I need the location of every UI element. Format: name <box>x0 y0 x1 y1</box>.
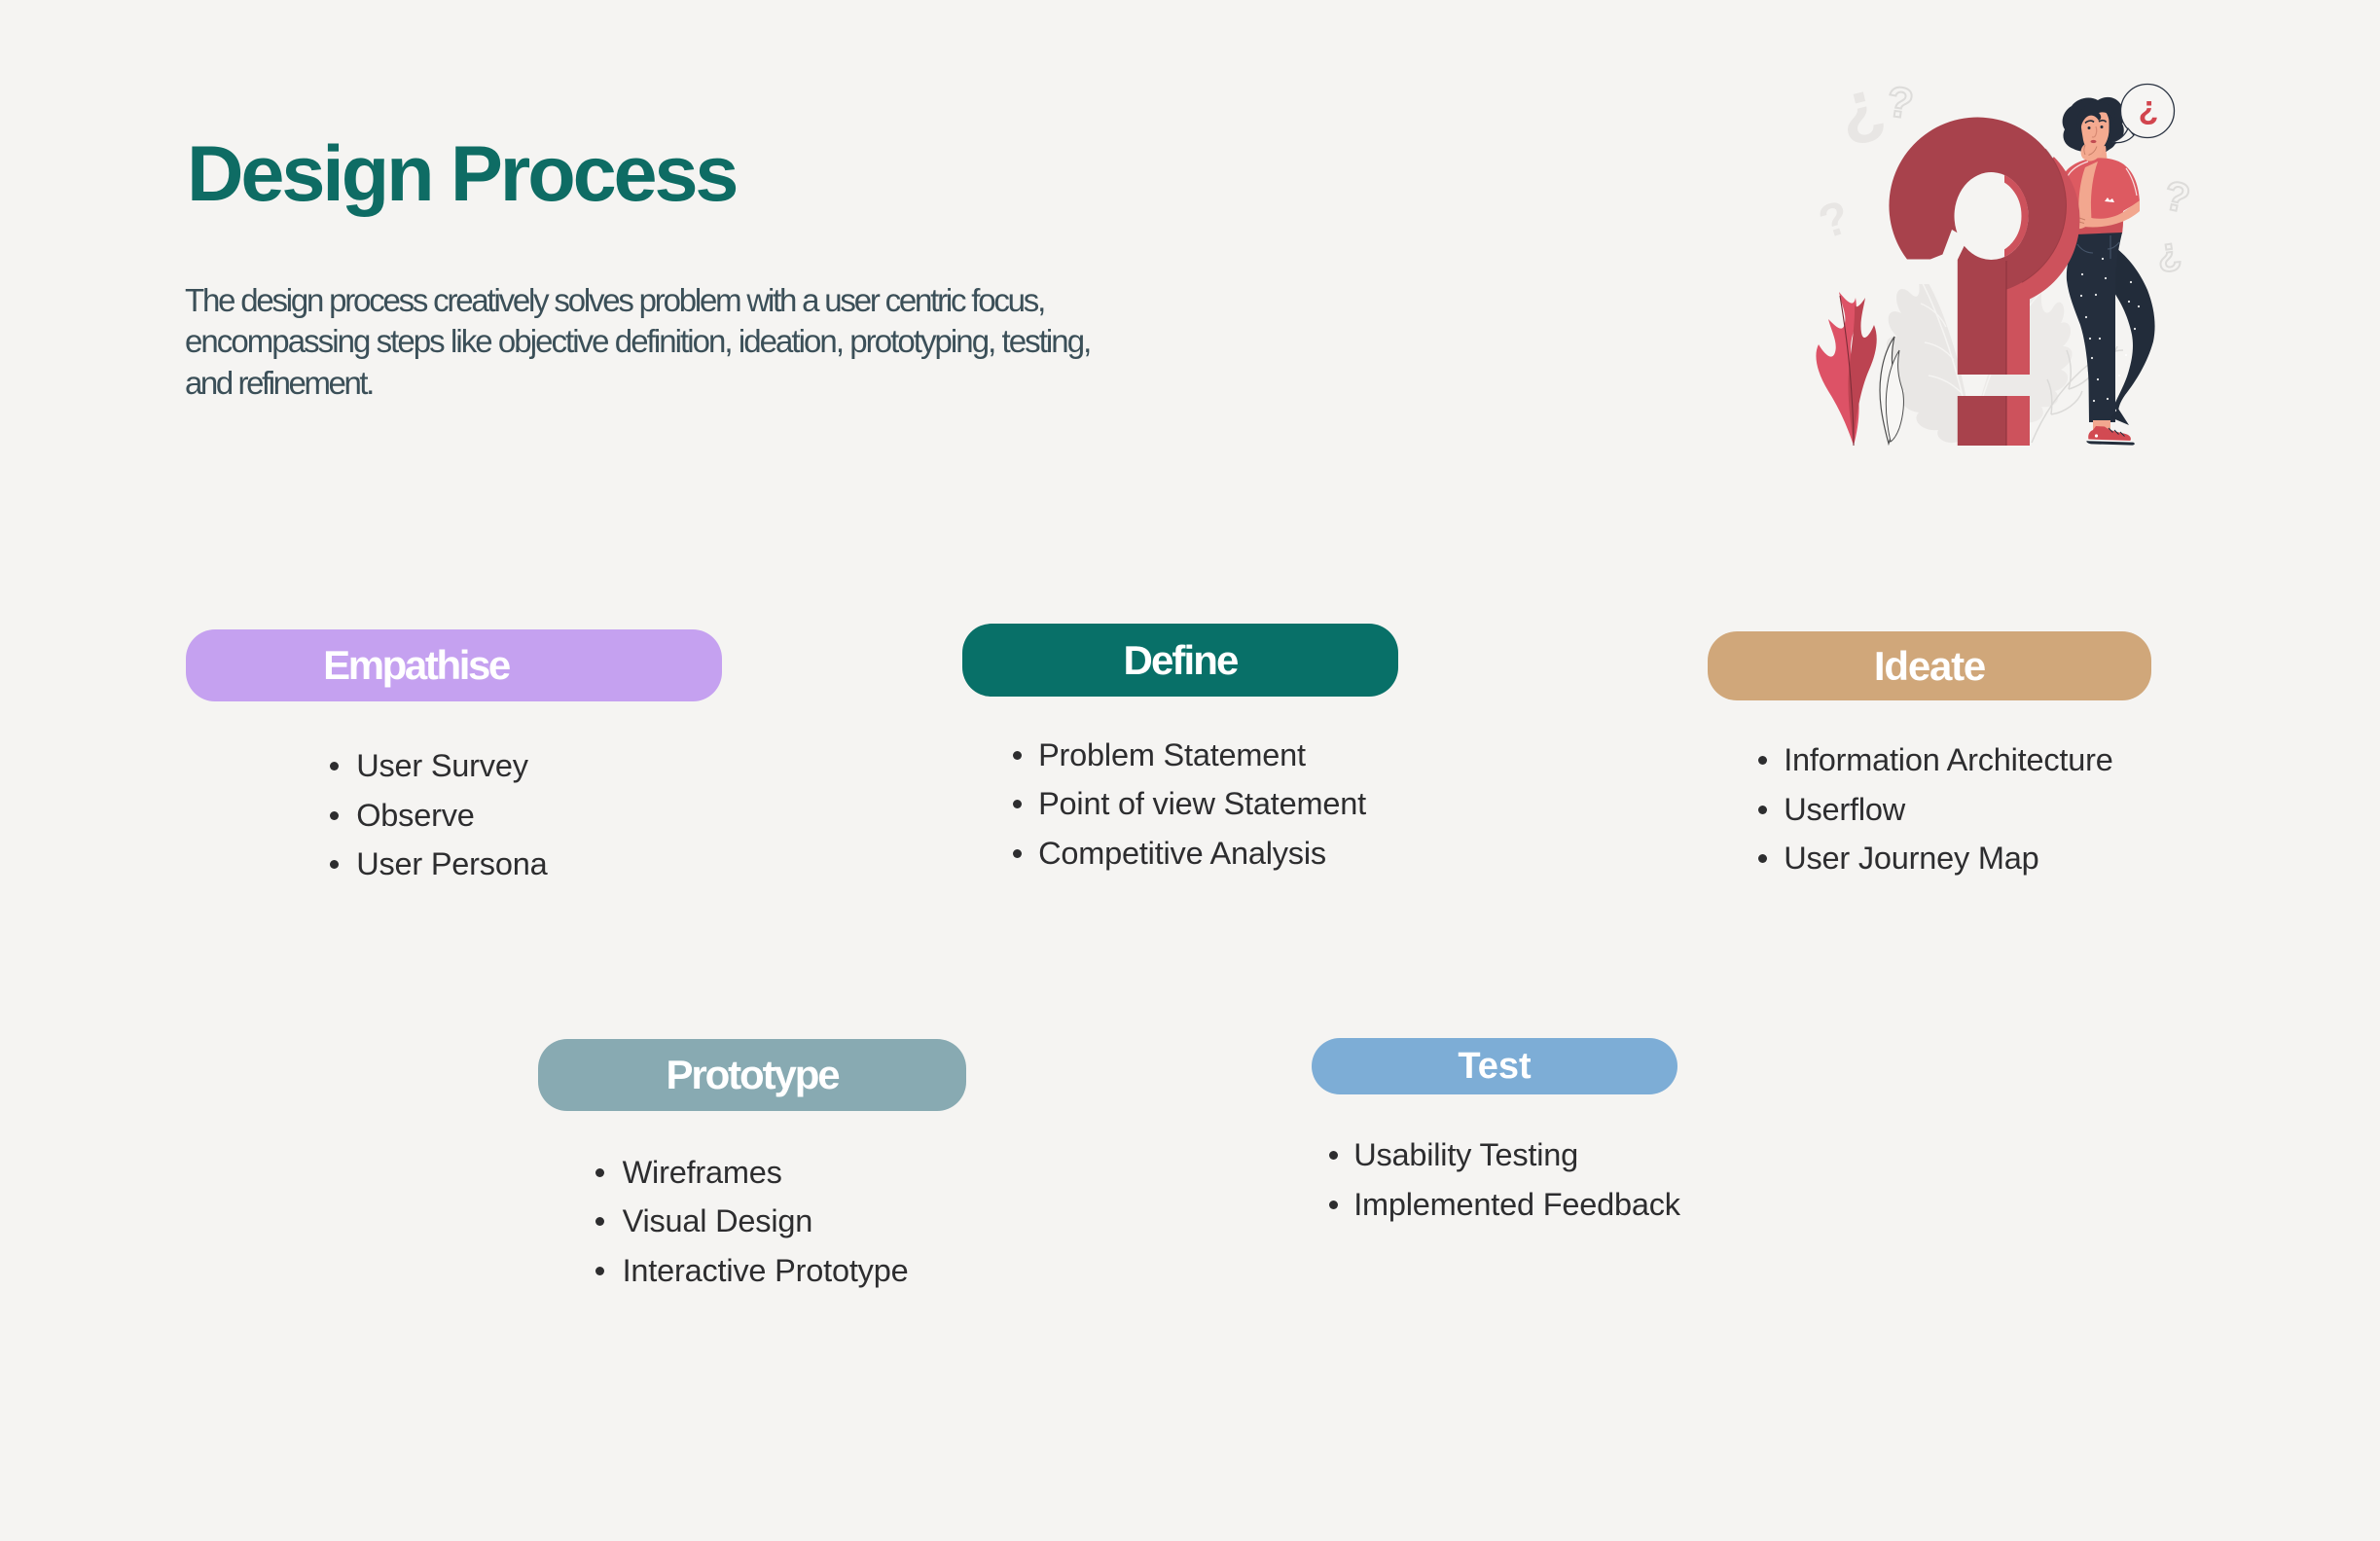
svg-text:?: ? <box>1813 192 1856 249</box>
svg-text:¿: ¿ <box>2154 230 2183 275</box>
svg-text:¿: ¿ <box>2139 90 2159 126</box>
svg-text:?: ? <box>2160 171 2194 221</box>
svg-text:?: ? <box>1884 78 1916 128</box>
svg-text:¿: ¿ <box>1829 61 1892 150</box>
